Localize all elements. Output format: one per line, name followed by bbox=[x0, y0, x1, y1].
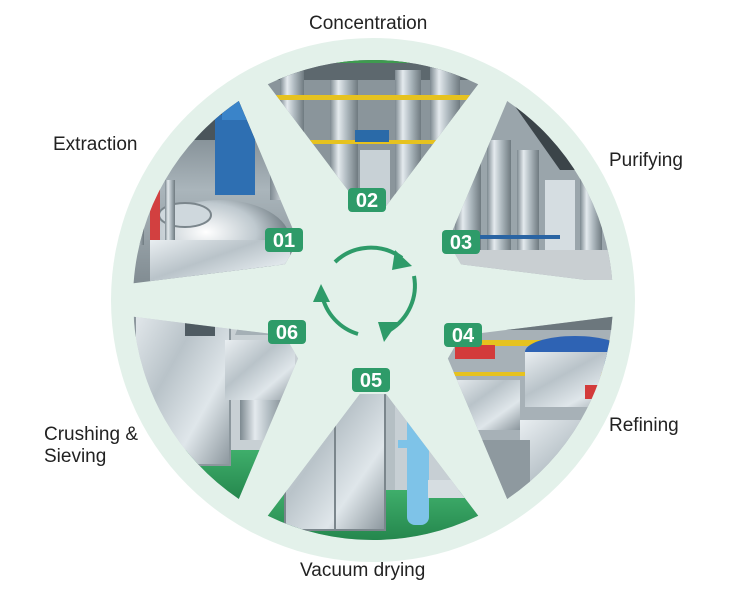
badge-number: 02 bbox=[356, 190, 378, 212]
label-crushing-sieving: Crushing & Sieving bbox=[44, 424, 138, 467]
label-vacuum-drying: Vacuum drying bbox=[300, 560, 426, 581]
number-badges: 01 02 03 04 05 06 bbox=[265, 188, 482, 392]
cycle-arrowheads bbox=[313, 250, 412, 342]
badge-number: 06 bbox=[276, 322, 298, 344]
badge-04: 04 bbox=[444, 323, 482, 347]
badge-03: 03 bbox=[442, 230, 480, 254]
label-concentration: Concentration bbox=[309, 13, 428, 34]
badge-06: 06 bbox=[268, 320, 306, 344]
badge-number: 03 bbox=[450, 232, 472, 254]
badge-02: 02 bbox=[348, 188, 386, 212]
badge-number: 04 bbox=[452, 325, 475, 347]
badge-number: 05 bbox=[360, 370, 382, 392]
label-refining: Refining bbox=[609, 415, 679, 436]
badge-05: 05 bbox=[352, 368, 390, 392]
label-extraction: Extraction bbox=[53, 134, 138, 155]
label-purifying: Purifying bbox=[609, 150, 683, 171]
badge-number: 01 bbox=[273, 230, 295, 252]
badge-01: 01 bbox=[265, 228, 303, 252]
